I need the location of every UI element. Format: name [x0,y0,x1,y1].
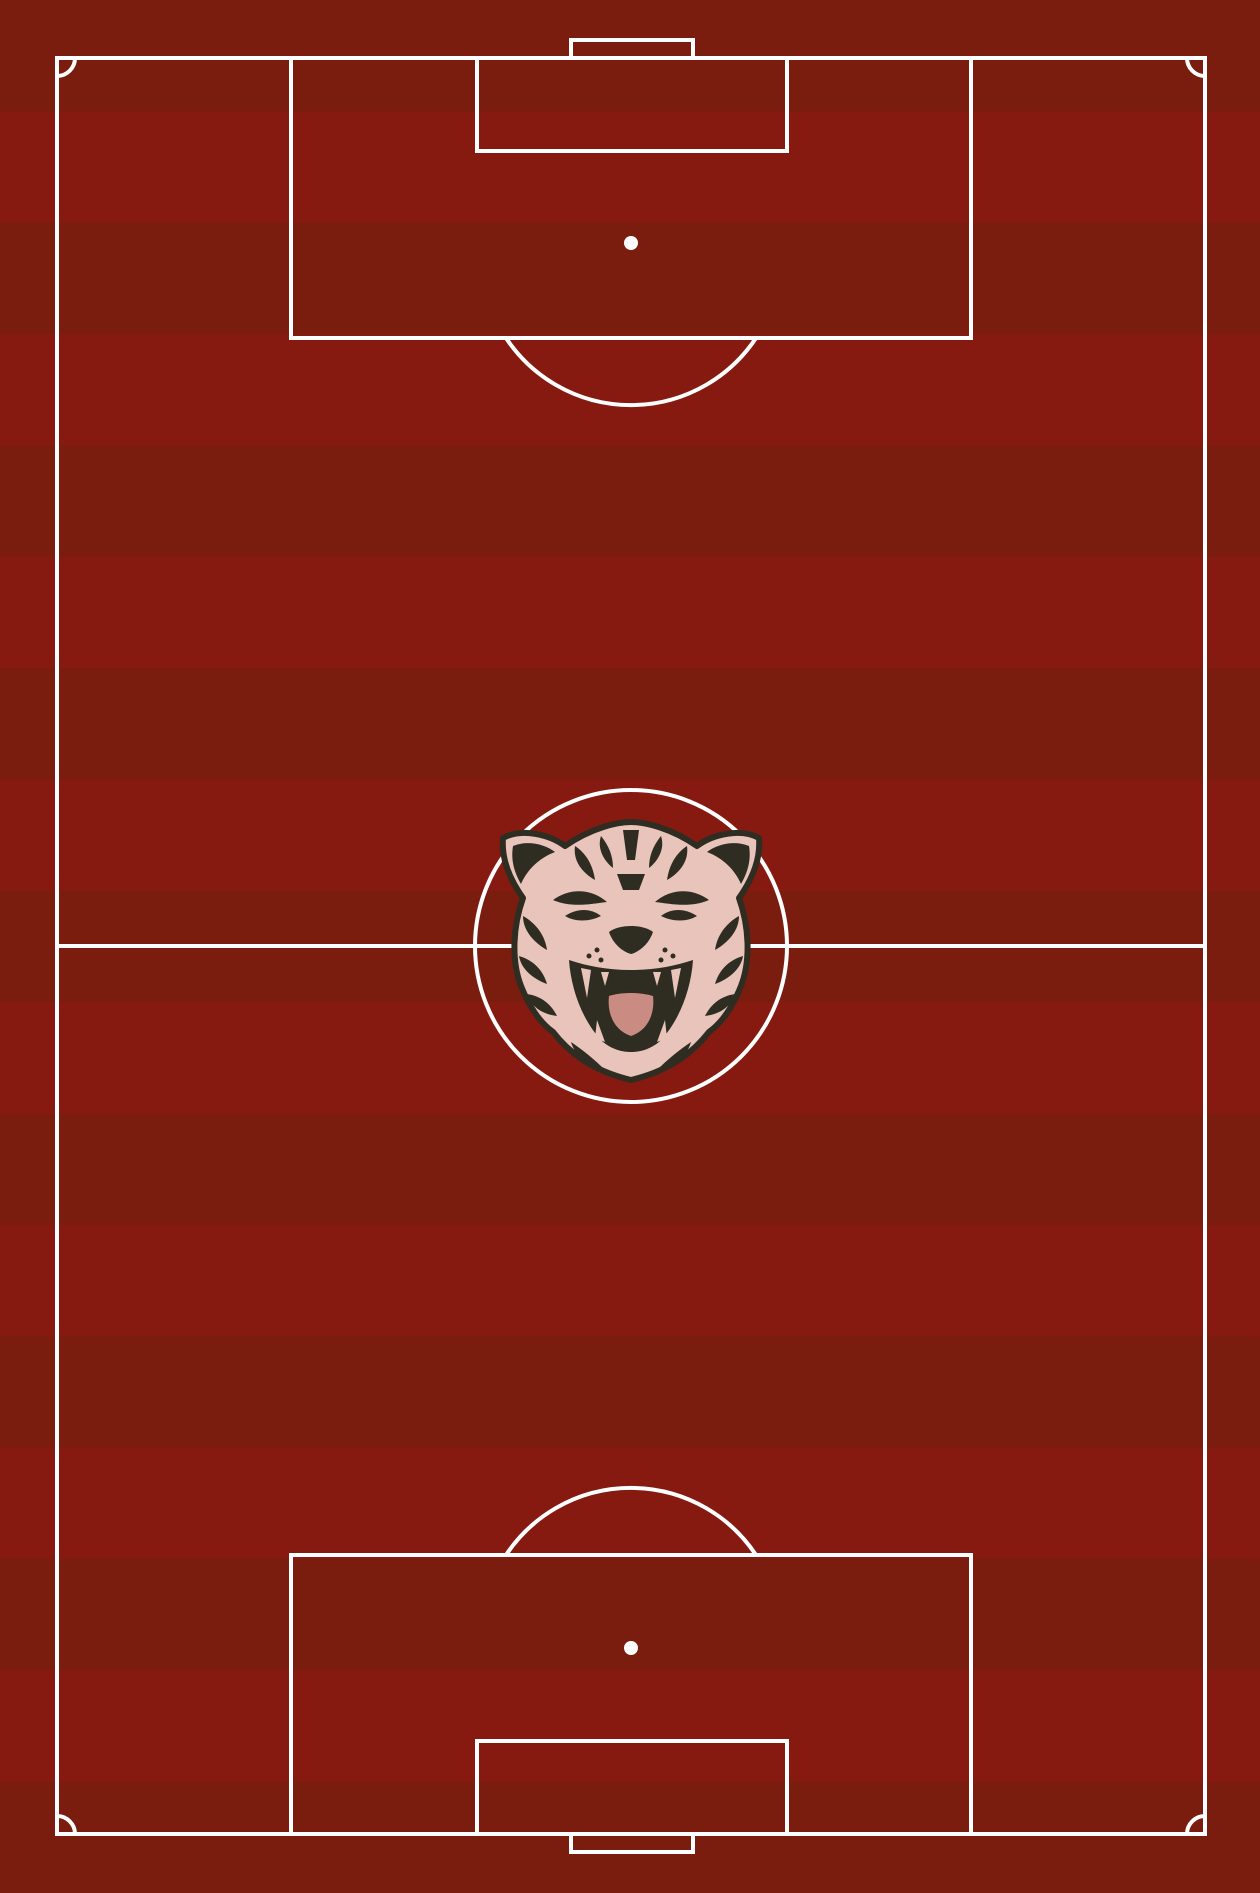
tiger-ear-left [512,843,555,884]
bottom-penalty-spot [624,1641,638,1655]
corner-arc-bottom-left [56,1814,77,1835]
grass-stripe [0,668,1260,780]
grass-stripe [0,111,1260,224]
grass-stripe [0,1670,1260,1783]
pitch-markings [55,38,1207,1854]
tiger-cheek-stripes [519,916,743,1016]
tiger-chin-stripes [571,1042,691,1070]
grass-stripe [0,334,1260,446]
tiger-eyes [553,891,709,921]
tiger-whisker-dots [586,947,676,963]
bottom-penalty-area [289,1553,973,1836]
grass-stripe [0,556,1260,669]
grass-stripe [0,1224,1260,1337]
corner-arc-top-left [56,57,77,78]
corner-arc-bottom-right [1185,1814,1206,1835]
grass-stripe [0,0,1260,112]
corner-arc-top-right [1185,57,1206,78]
top-penalty-arc [504,336,758,407]
tiger-tongue [608,993,654,1036]
grass-stripe [0,1781,1260,1893]
top-penalty-spot [624,236,638,250]
tiger-nose [609,926,653,954]
bottom-penalty-arc [504,1486,758,1557]
tiger-ear-right [707,843,750,884]
grass-stripe [0,1447,1260,1560]
top-penalty-area [289,56,973,340]
tiger-head-icon [499,819,763,1083]
tiger-forehead-stripes [574,830,688,890]
grass-stripe [0,1113,1260,1226]
grass-stripe [0,445,1260,558]
center-circle [473,788,789,1104]
tiger-fangs [581,968,681,1042]
grass-stripe [0,1336,1260,1449]
